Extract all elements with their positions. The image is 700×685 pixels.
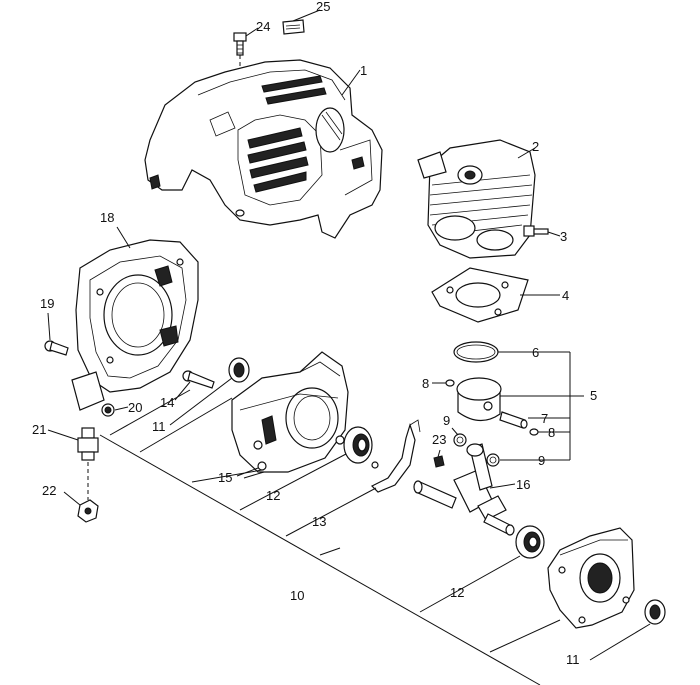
callout-12b: 12 [450,585,464,600]
part-24-bolt [233,32,247,56]
part-5-piston [456,377,502,422]
part-18-fan-housing [71,239,199,411]
crankcase-right-half [547,527,635,629]
part-25-label [282,19,305,35]
part-14-bolt [182,370,215,389]
part-9-washer-left [453,433,467,447]
part-12-bearing-right [515,525,545,559]
callout-16: 16 [516,477,530,492]
callout-18: 18 [100,210,114,225]
callout-15: 15 [218,470,232,485]
callout-8a: 8 [422,376,429,391]
callout-4: 4 [562,288,569,303]
part-21-damper [77,427,99,461]
part-4-gasket [431,267,529,323]
callout-21: 21 [32,422,46,437]
part-13-clamp [370,419,421,493]
part-15-crankcase-left [231,351,349,473]
callout-22: 22 [42,483,56,498]
callout-11b: 11 [566,652,580,667]
part-16-crankshaft [413,443,515,536]
callout-13: 13 [312,514,326,529]
callout-19: 19 [40,296,54,311]
callout-14: 14 [160,395,174,410]
part-11-seal-left [228,357,250,383]
callout-9a: 9 [443,413,450,428]
callout-8b: 8 [548,425,555,440]
callout-10: 10 [290,588,304,603]
part-9-washer-right [486,453,500,467]
part-12-bearing-left [343,426,373,464]
callout-7: 7 [541,411,548,426]
leader-lines [47,9,651,685]
callout-20: 20 [128,400,142,415]
callout-24: 24 [256,19,270,34]
callout-1: 1 [360,63,367,78]
part-7-piston-pin [499,411,528,429]
part-11-seal-right [644,599,666,625]
callout-6: 6 [532,345,539,360]
part-1-cylinder-cover [144,59,383,239]
callout-9b: 9 [538,453,545,468]
part-19-bolt [44,340,69,356]
part-20-cushion [101,403,115,417]
part-3-screw [523,225,549,237]
callout-25: 25 [316,0,330,14]
part-22-nut [77,499,99,523]
callout-3: 3 [560,229,567,244]
part-8-clip-right [529,428,539,436]
part-6-piston-ring [453,341,499,363]
callout-23: 23 [432,432,446,447]
part-8-clip-left [445,379,455,387]
callout-2: 2 [532,139,539,154]
callout-5: 5 [590,388,597,403]
part-2-cylinder [417,139,536,259]
callout-12a: 12 [266,488,280,503]
callout-labels: 25 24 1 2 3 4 6 5 8 7 8 9 9 23 16 18 19 … [32,0,597,667]
callout-11a: 11 [152,419,166,434]
part-23-key [433,455,445,468]
